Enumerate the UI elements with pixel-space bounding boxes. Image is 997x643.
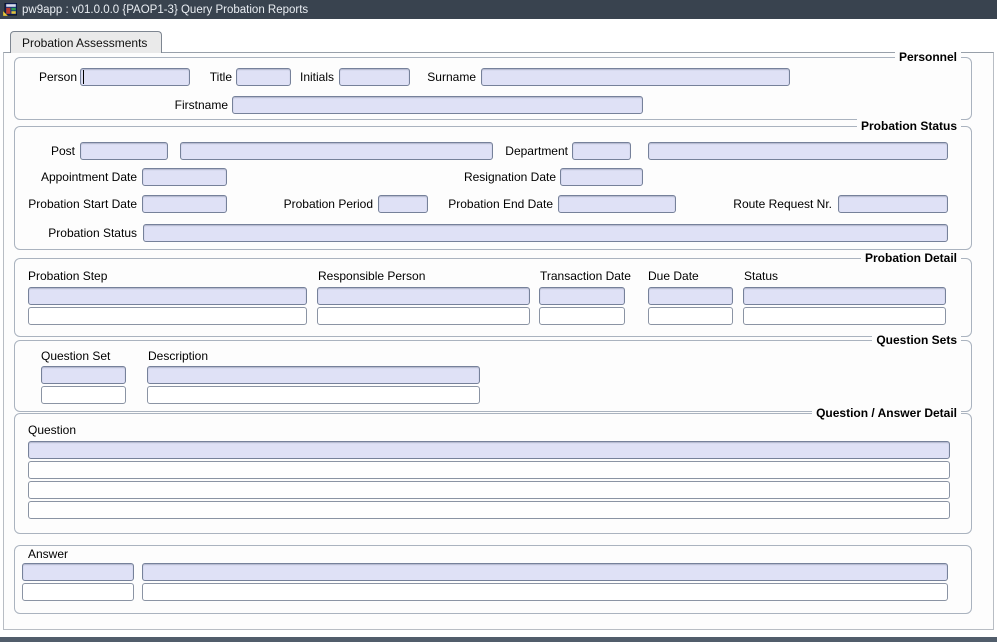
window-title: pw9app : v01.0.0.0 {PAOP1-3} Query Proba…	[22, 3, 309, 16]
title-field[interactable]	[236, 68, 291, 86]
answer-code-field-row2[interactable]	[22, 583, 134, 601]
route-request-nr-field[interactable]	[838, 195, 948, 213]
department-description-field[interactable]	[648, 142, 948, 160]
question-header: Question	[28, 423, 77, 437]
probation-period-field[interactable]	[378, 195, 428, 213]
resignation-date-field[interactable]	[560, 168, 643, 186]
detail-status-field[interactable]	[743, 287, 946, 305]
question-field-row1[interactable]	[28, 441, 950, 459]
group-question-answer-detail: Question / Answer Detail	[14, 406, 972, 534]
probation-step-header: Probation Step	[28, 269, 108, 283]
group-personnel-title: Personnel	[894, 50, 961, 64]
probation-start-date-label: Probation Start Date	[28, 197, 137, 211]
tab-probation-assessments[interactable]: Probation Assessments	[10, 31, 162, 53]
question-set-field[interactable]	[41, 366, 126, 384]
responsible-person-header: Responsible Person	[318, 269, 426, 283]
firstname-field[interactable]	[232, 96, 643, 114]
question-set-description-field[interactable]	[147, 366, 480, 384]
question-field-row2[interactable]	[28, 461, 950, 479]
probation-start-date-field[interactable]	[142, 195, 227, 213]
initials-field[interactable]	[339, 68, 410, 86]
app-icon	[3, 3, 17, 16]
answer-text-field-row2[interactable]	[142, 583, 948, 601]
group-answer	[14, 545, 972, 614]
answer-header: Answer	[28, 547, 69, 561]
answer-text-field[interactable]	[142, 563, 948, 581]
person-label: Person	[38, 70, 77, 84]
question-field-row3[interactable]	[28, 481, 950, 499]
group-personnel: Personnel	[14, 50, 972, 120]
group-question-sets: Question Sets	[14, 333, 972, 412]
answer-code-field[interactable]	[22, 563, 134, 581]
probation-end-date-label: Probation End Date	[448, 197, 553, 211]
initials-label: Initials	[299, 70, 334, 84]
transaction-date-field[interactable]	[539, 287, 625, 305]
probation-status-field[interactable]	[143, 224, 948, 242]
department-label: Department	[505, 144, 568, 158]
surname-field[interactable]	[481, 68, 790, 86]
due-date-header: Due Date	[648, 269, 699, 283]
route-request-nr-label: Route Request Nr.	[733, 197, 832, 211]
probation-end-date-field[interactable]	[558, 195, 676, 213]
group-probation-detail-title: Probation Detail	[860, 251, 961, 265]
probation-status-label: Probation Status	[48, 226, 137, 240]
due-date-field-row2[interactable]	[648, 307, 733, 325]
probation-step-field[interactable]	[28, 287, 307, 305]
transaction-date-header: Transaction Date	[540, 269, 631, 283]
titlebar: pw9app : v01.0.0.0 {PAOP1-3} Query Proba…	[0, 0, 997, 19]
person-field[interactable]	[80, 68, 190, 86]
tab-label: Probation Assessments	[22, 35, 148, 50]
question-set-field-row2[interactable]	[41, 386, 126, 404]
group-probation-status: Probation Status	[14, 119, 972, 250]
post-description-field[interactable]	[180, 142, 493, 160]
firstname-label: Firstname	[174, 98, 228, 112]
text-caret	[83, 70, 84, 84]
group-probation-detail: Probation Detail	[14, 251, 972, 337]
question-set-header: Question Set	[41, 349, 111, 363]
detail-status-field-row2[interactable]	[743, 307, 946, 325]
probation-period-label: Probation Period	[283, 197, 373, 211]
responsible-person-field[interactable]	[317, 287, 530, 305]
department-code-field[interactable]	[572, 142, 631, 160]
group-probation-status-title: Probation Status	[856, 119, 961, 133]
group-question-answer-detail-title: Question / Answer Detail	[812, 406, 961, 420]
transaction-date-field-row2[interactable]	[539, 307, 625, 325]
question-field-row4[interactable]	[28, 501, 950, 519]
probation-step-field-row2[interactable]	[28, 307, 307, 325]
due-date-field[interactable]	[648, 287, 733, 305]
description-header: Description	[148, 349, 209, 363]
appointment-date-label: Appointment Date	[40, 170, 137, 184]
title-label: Title	[209, 70, 232, 84]
appointment-date-field[interactable]	[142, 168, 227, 186]
group-question-sets-title: Question Sets	[872, 333, 961, 347]
post-label: Post	[50, 144, 75, 158]
post-code-field[interactable]	[80, 142, 168, 160]
responsible-person-field-row2[interactable]	[317, 307, 530, 325]
resignation-date-label: Resignation Date	[463, 170, 556, 184]
surname-label: Surname	[427, 70, 476, 84]
window-bottom-edge	[0, 637, 997, 642]
status-header: Status	[744, 269, 779, 283]
question-set-description-field-row2[interactable]	[147, 386, 480, 404]
